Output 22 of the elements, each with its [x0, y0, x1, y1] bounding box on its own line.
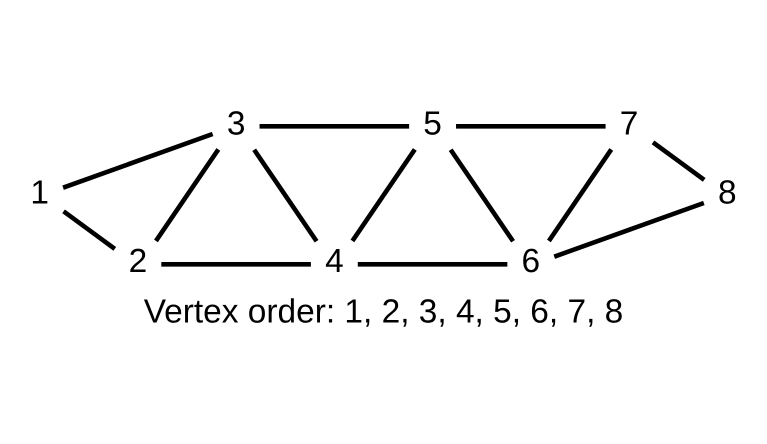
node-text: 2: [128, 242, 148, 280]
connector: [260, 124, 410, 128]
connector: [252, 148, 318, 242]
node-text: 4: [325, 242, 344, 280]
connector: [358, 262, 508, 266]
connector: [62, 131, 214, 190]
connector: [456, 124, 606, 128]
connector: [652, 140, 706, 182]
connector: [161, 262, 311, 266]
connector: [350, 148, 417, 242]
node-text: 3: [226, 104, 246, 142]
node-text: 6: [522, 242, 540, 280]
caption: Vertex order: 1, 2, 3, 4, 5, 6, 7, 8: [144, 292, 624, 330]
node-text: 1: [30, 174, 49, 211]
connector: [553, 200, 705, 258]
connector: [62, 208, 116, 250]
connector: [154, 148, 220, 242]
node-text: 5: [423, 104, 442, 142]
node-text: 7: [620, 104, 638, 142]
connector: [547, 148, 614, 242]
node-text: 8: [718, 174, 737, 211]
connector: [448, 148, 515, 242]
